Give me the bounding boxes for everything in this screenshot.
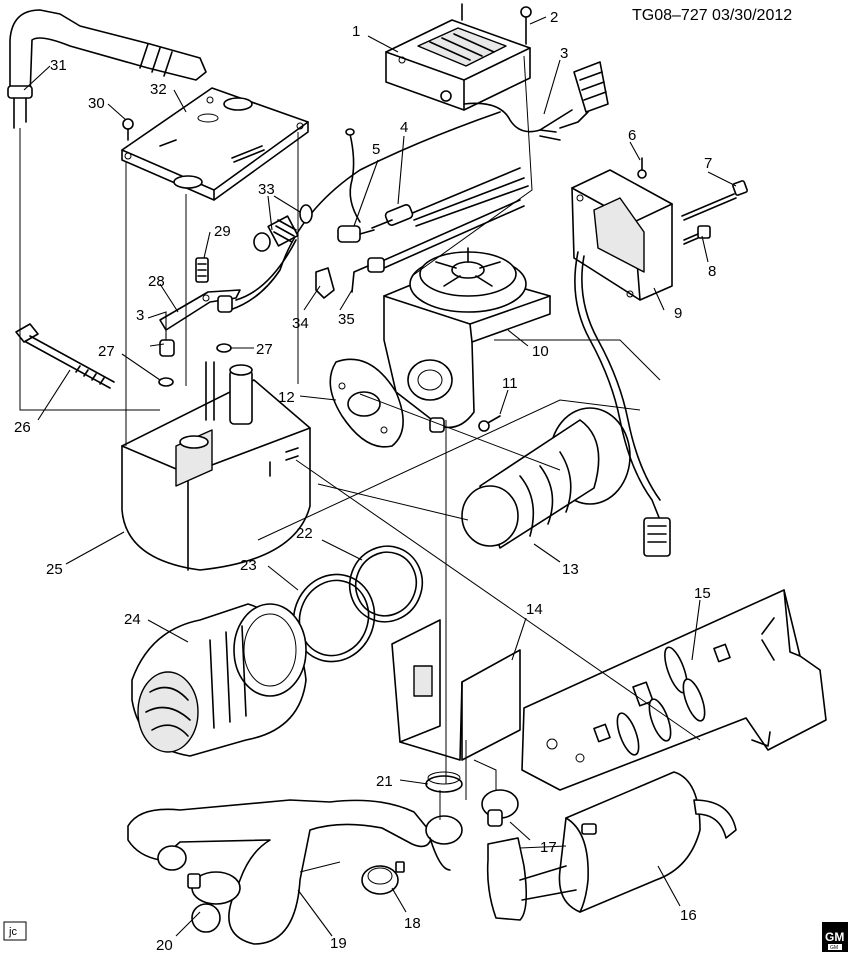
part-34-clip: [315, 267, 335, 299]
part-20-clamp: [187, 871, 241, 933]
callout-15: 15: [694, 585, 711, 602]
callout-14: 14: [526, 601, 543, 618]
part-4-sensor: [371, 167, 529, 229]
part-7-screw: [681, 180, 748, 221]
part-22-seal: [348, 545, 424, 623]
part-23-seal: [292, 573, 376, 663]
callout-7: 7: [704, 155, 712, 172]
callout-20: 20: [156, 937, 173, 954]
leader-lines: [23, 16, 737, 937]
callout-3: 3: [136, 307, 144, 324]
callout-25: 25: [46, 561, 63, 578]
part-18-clamp: [361, 861, 405, 895]
callout-3: 3: [560, 45, 568, 62]
part-9-connector: [643, 517, 671, 557]
callout-27: 27: [98, 343, 115, 360]
callout-4: 4: [400, 119, 408, 136]
part-11-screw: [478, 415, 501, 432]
callout-13: 13: [562, 561, 579, 578]
part-31-hose: [7, 9, 207, 129]
callout-27: 27: [256, 341, 273, 358]
callout-9: 9: [674, 305, 682, 322]
part-35-sensor-probe: [351, 199, 525, 293]
part-13-exhaust-tube: [461, 407, 631, 549]
callout-32: 32: [150, 81, 167, 98]
wire-harness-upper: [463, 102, 573, 133]
callout-18: 18: [404, 915, 421, 932]
part-19-intake-hose: [127, 799, 463, 945]
wire-harness-long: [229, 111, 501, 311]
part-17-clamp: [481, 789, 519, 827]
alignment-lines: [19, 55, 701, 873]
part-14-bracket: [391, 619, 521, 761]
callout-12: 12: [278, 389, 295, 406]
callout-34: 34: [292, 315, 309, 332]
part-15-mounting-bracket: [521, 589, 827, 791]
callout-17: 17: [540, 839, 557, 856]
part-29-screw: [195, 257, 209, 283]
callout-1: 1: [352, 23, 360, 40]
part-3-connector: [559, 61, 609, 129]
callout-labels: 1 2 3 3 4 5 6 7 8 9 10 11 12 13 14 15 16…: [14, 9, 716, 954]
callout-23: 23: [240, 557, 257, 574]
callout-33: 33: [258, 181, 275, 198]
part-1-control-module: [385, 3, 531, 111]
part-10-blower: [383, 247, 551, 433]
callout-24: 24: [124, 611, 141, 628]
callout-26: 26: [14, 419, 31, 436]
callout-16: 16: [680, 907, 697, 924]
callout-22: 22: [296, 525, 313, 542]
callout-28: 28: [148, 273, 165, 290]
callout-8: 8: [708, 263, 716, 280]
callout-31: 31: [50, 57, 67, 74]
part-16-muffler: [486, 771, 737, 921]
callout-11: 11: [502, 375, 518, 392]
part-26-bolt: [15, 323, 115, 389]
callout-6: 6: [628, 127, 636, 144]
callout-30: 30: [88, 95, 105, 112]
callout-5: 5: [372, 141, 380, 158]
callout-2: 2: [550, 9, 558, 26]
corner-mark: jc: [3, 921, 27, 941]
callout-35: 35: [338, 311, 355, 328]
svg-text:jc: jc: [8, 926, 17, 938]
part-12-gasket: [329, 358, 404, 448]
part-33-spring-seals: [253, 204, 313, 252]
callout-29: 29: [214, 223, 231, 240]
drawing-id: TG08–727 03/30/2012: [632, 7, 792, 24]
part-5-sensor: [337, 128, 375, 243]
part-21-clamp: [425, 771, 463, 793]
svg-text:GM: GM: [830, 945, 838, 951]
callout-19: 19: [330, 935, 347, 952]
part-8-screw: [683, 225, 711, 245]
part-25-burner-housing: [121, 361, 311, 571]
svg-text:GM: GM: [825, 930, 844, 944]
part-2-screw: [520, 6, 532, 45]
part-24-heat-exchanger: [131, 603, 307, 757]
part-32-cover-plate: [121, 87, 309, 201]
callout-10: 10: [532, 343, 549, 360]
part-30-screw: [122, 118, 134, 141]
part-6-screw: [637, 157, 647, 179]
part-9-module-cover: [571, 169, 673, 301]
part-27-washers: [158, 343, 232, 387]
gm-logo: GM GM: [822, 922, 848, 952]
callout-21: 21: [376, 773, 393, 790]
part-9-harness: [574, 251, 661, 521]
